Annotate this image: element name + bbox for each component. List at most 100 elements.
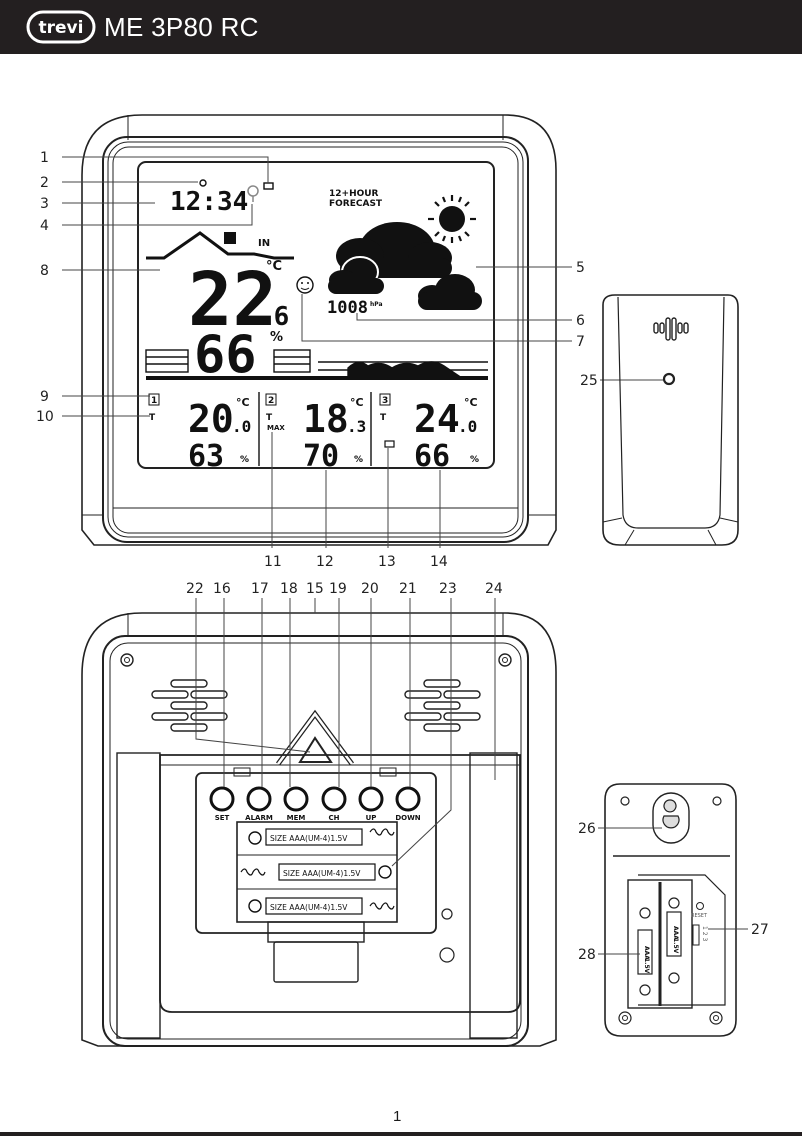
spring-icon	[369, 828, 395, 836]
callout-4: 4	[40, 218, 49, 234]
comfort-smiley-icon	[296, 276, 314, 294]
ch-button[interactable]: CH	[321, 786, 347, 822]
back-callout-lines	[195, 598, 496, 867]
vent-right	[404, 679, 481, 732]
channel-temp-unit: °C	[464, 396, 478, 409]
alarm-button[interactable]: ALARM	[245, 786, 273, 822]
channel-number: 2	[268, 396, 274, 406]
callout-5: 5	[576, 260, 585, 276]
forecast-label-line1: 12+HOUR	[329, 189, 379, 199]
sensor-battery-label-a: AAA	[643, 946, 650, 960]
sensor-back-drawing	[604, 783, 737, 1037]
callout-15: 15	[306, 581, 324, 597]
sensor-battery-label-a: AAA	[672, 926, 679, 940]
indoor-temperature-decimal: .6	[258, 302, 289, 332]
signal-strength-icon: T	[266, 413, 273, 423]
alarm-button-label: ALARM	[245, 814, 273, 822]
callout-17: 17	[251, 581, 269, 597]
channel-temperature: 18	[303, 397, 349, 441]
channel-temp-unit: °C	[350, 396, 364, 409]
callout-20: 20	[361, 581, 379, 597]
callout-16: 16	[213, 581, 231, 597]
channel-3: 3 T 24 .0 °C 66 %	[379, 393, 479, 474]
back-callout-labels: 22 16 17 18 15 19 20 21 23 24	[186, 581, 503, 597]
callout-1: 1	[40, 150, 49, 166]
signal-strength-icon: T	[380, 413, 387, 423]
callout-3: 3	[40, 196, 49, 212]
channel-temperature: 20	[188, 397, 234, 441]
up-button[interactable]: UP	[358, 786, 384, 822]
sensor-front-drawing	[602, 294, 739, 546]
spring-icon	[369, 902, 395, 910]
callout-8: 8	[40, 263, 49, 279]
back-buttons: SET ALARM MEM CH UP DOWN	[209, 786, 421, 822]
down-button[interactable]: DOWN	[395, 786, 421, 822]
callout-6: 6	[576, 313, 585, 329]
max-indicator: MAX	[267, 424, 285, 432]
battery-low-icon	[263, 182, 274, 190]
indoor-label: IN	[258, 238, 270, 249]
callout-24: 24	[485, 581, 503, 597]
channel-number: 1	[151, 396, 157, 406]
indoor-temp-unit: °C	[266, 259, 282, 274]
channel-1: 1 T 20 .0 °C 63 %	[148, 393, 251, 474]
callout-22: 22	[186, 581, 204, 597]
callout-14: 14	[430, 554, 448, 570]
window-icon	[224, 232, 236, 244]
set-button-label: SET	[215, 814, 230, 822]
spring-icon	[240, 868, 266, 876]
model-title: ME 3P80 RC	[104, 12, 259, 42]
battery-2: SIZE AAA(UM-4)1.5V	[240, 863, 392, 881]
footer-rule	[0, 1132, 802, 1136]
scenery-bricks-right	[273, 349, 311, 373]
battery-3: SIZE AAA(UM-4)1.5V	[248, 897, 395, 915]
scenery-ground	[146, 376, 488, 380]
sun-icon	[428, 195, 476, 243]
callout-12: 12	[316, 554, 334, 570]
callout-10: 10	[36, 409, 54, 425]
up-button-label: UP	[366, 814, 377, 822]
callout-11: 11	[264, 554, 282, 570]
sensor-battery-label-b: 1.5V	[643, 958, 650, 974]
led-indicator-icon	[662, 372, 676, 386]
cloud-icon-small-left	[328, 256, 384, 294]
indoor-temperature: 22	[188, 257, 277, 343]
indoor-humidity-unit: %	[270, 330, 283, 345]
front-callout-lines	[62, 156, 664, 548]
alarm-bell-icon	[199, 179, 207, 187]
speaker-grille-icon	[653, 317, 689, 341]
battery-label: SIZE AAA(UM-4)1.5V	[270, 903, 348, 912]
channel-humidity-unit: %	[470, 455, 479, 465]
reset-label: RESET	[691, 913, 708, 919]
callout-19: 19	[329, 581, 347, 597]
front-unit-drawing	[81, 114, 557, 546]
sensor-battery-label-b: 1.5V	[672, 938, 679, 954]
page-header: trevi ME 3P80 RC	[0, 0, 802, 54]
hanging-hole-icon	[662, 799, 680, 829]
channel-temperature: 24	[414, 397, 460, 441]
set-button[interactable]: SET	[209, 786, 235, 822]
channel-temperature-decimal: .0	[232, 417, 251, 436]
sensor-callout-lines	[598, 827, 748, 955]
callout-23: 23	[439, 581, 457, 597]
channel-humidity: 66	[414, 439, 450, 474]
channel-humidity: 70	[303, 439, 339, 474]
channel-number: 3	[382, 396, 388, 406]
mem-button[interactable]: MEM	[283, 786, 309, 822]
channel-humidity: 63	[188, 439, 224, 474]
callout-2: 2	[40, 175, 49, 191]
battery-1: SIZE AAA(UM-4)1.5V	[248, 828, 395, 846]
scenery-fence	[318, 361, 488, 379]
front-callout-labels: 1 2 3 4 8 5 6 7 9 10 11 12 13 14 25	[36, 150, 598, 570]
channel-temperature-decimal: .3	[347, 417, 366, 436]
channel-battery-low-icon	[384, 440, 395, 448]
rcc-signal-icon	[247, 185, 259, 202]
battery-label: SIZE AAA(UM-4)1.5V	[270, 834, 348, 843]
vent-left	[151, 679, 228, 732]
clock-time: 12:34	[170, 187, 248, 217]
callout-13: 13	[378, 554, 396, 570]
mem-button-label: MEM	[287, 814, 306, 822]
signal-strength-icon: T	[149, 413, 156, 423]
channel-humidity-unit: %	[354, 455, 363, 465]
